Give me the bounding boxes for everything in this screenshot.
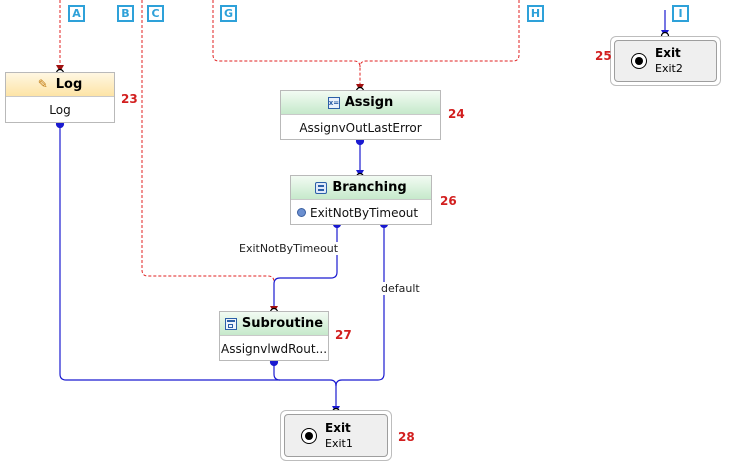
assign-icon: x= [327, 96, 340, 109]
stop-icon [631, 53, 647, 69]
branching-step-number: 26 [440, 194, 457, 208]
exit1-text: Exit Exit1 [325, 420, 353, 452]
branching-node-header: Branching [291, 176, 431, 200]
wire-branching-default-to-exit1 [335, 224, 385, 387]
branching-node-body: ExitNotByTimeout [291, 200, 431, 225]
exit1-node[interactable]: Exit Exit1 [280, 410, 392, 461]
assign-step-number: 24 [448, 107, 465, 121]
connector-i[interactable]: I [672, 5, 689, 22]
log-node-title: Log [55, 77, 83, 92]
branching-node-title: Branching [332, 180, 407, 195]
exit2-text: Exit Exit2 [655, 45, 683, 77]
connector-h[interactable]: H [527, 5, 544, 22]
arrow-into-log [56, 65, 64, 72]
exit2-title: Exit [655, 46, 681, 60]
wire-g-to-assign [212, 0, 361, 88]
subroutine-node-body: AssignvlwdRout... [220, 341, 328, 356]
log-node-body: Log [49, 102, 71, 117]
edge-label-default: default [381, 282, 420, 295]
wire-h-to-assign [359, 0, 520, 68]
exit1-node-inner: Exit Exit1 [284, 414, 388, 457]
exit2-step-number: 25 [595, 49, 612, 63]
subroutine-icon [224, 317, 237, 330]
log-node[interactable]: ✎ Log Log [5, 72, 115, 123]
subroutine-step-number: 27 [335, 328, 352, 342]
assign-node-body: AssignvOutLastError [299, 120, 422, 135]
wire-branching-to-subroutine [273, 224, 338, 310]
branching-icon [315, 181, 328, 194]
edge-label-exitnotbytimeout: ExitNotByTimeout [239, 242, 339, 255]
stop-icon [301, 427, 317, 444]
wire-c-to-subroutine [141, 0, 275, 310]
assign-node[interactable]: x= Assign AssignvOutLastError [280, 90, 441, 140]
connector-g[interactable]: G [220, 5, 237, 22]
exit2-node-inner: Exit Exit2 [614, 40, 717, 82]
exit1-step-number: 28 [398, 430, 415, 444]
log-node-header: ✎ Log [6, 73, 114, 97]
exit2-body: Exit2 [655, 62, 683, 75]
assign-node-header: x= Assign [281, 91, 440, 115]
branching-condition: ExitNotByTimeout [310, 205, 419, 220]
branching-node[interactable]: Branching ExitNotByTimeout [290, 175, 432, 225]
connector-a[interactable]: A [68, 5, 85, 22]
exit1-title: Exit [325, 420, 351, 435]
connector-c[interactable]: C [147, 5, 164, 22]
exit2-node[interactable]: Exit Exit2 [610, 36, 721, 86]
subroutine-node-title: Subroutine [241, 316, 324, 331]
pencil-icon: ✎ [37, 77, 48, 91]
subroutine-node-header: Subroutine [220, 312, 328, 336]
exit1-body: Exit1 [325, 436, 353, 450]
subroutine-node[interactable]: Subroutine AssignvlwdRout... [219, 311, 329, 361]
wire-log-to-exit1 [59, 124, 337, 410]
connector-b[interactable]: B [117, 5, 134, 22]
wire-subroutine-to-exit1 [273, 362, 281, 381]
bullet-icon [297, 208, 306, 217]
log-step-number: 23 [121, 92, 138, 106]
assign-node-title: Assign [344, 95, 394, 110]
